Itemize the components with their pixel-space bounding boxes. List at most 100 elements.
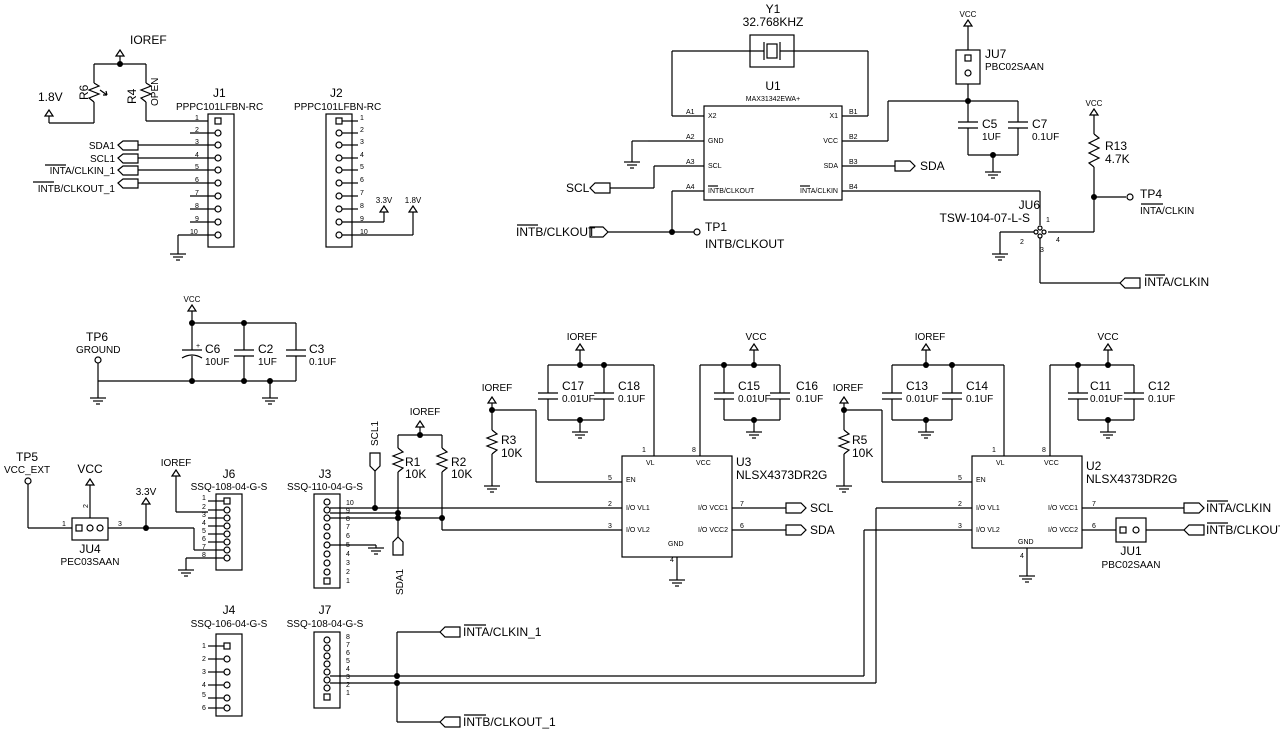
j3-ref: J3 [319, 467, 332, 481]
tp6-ref: TP6 [86, 330, 108, 344]
u1-pin-b1: B1 [849, 109, 858, 116]
u2-pin-iovcc1: I/O VCC1 [1048, 505, 1078, 512]
u2-pin-vcc: VCC [1044, 460, 1059, 467]
vcc-label-bulk: VCC [184, 295, 201, 304]
c14-ref: C14 [966, 379, 988, 393]
c6-plus: + [196, 343, 200, 350]
ju4-j6-block: TP5 VCC_EXT 1 VCC 2 3 JU4 PEC03SAAN 3.3V… [4, 450, 268, 577]
j7-connector: J7 SSQ-108-04-G-S 8 7 6 5 4 3 2 1 INTA/C… [287, 603, 876, 729]
u2-pin-iovl2: I/O VL2 [976, 527, 1000, 534]
r2-ref: R2 [451, 455, 467, 469]
ju6-ref: JU6 [1019, 198, 1041, 212]
j2-pin-2: 2 [360, 127, 364, 134]
j1-pin-6: 6 [195, 177, 199, 184]
c2-value: 1UF [258, 357, 277, 368]
r4-value: OPEN [150, 78, 161, 106]
c18-ref: C18 [618, 379, 640, 393]
u1-pin-b3: B3 [849, 159, 858, 166]
r5-ref: R5 [852, 433, 868, 447]
net-intb-clkout-1-j7: INTB/CLKOUT_1 [463, 715, 556, 729]
u1-pinname-gnd: GND [708, 138, 724, 145]
u2-part: NLSX4373DR2G [1086, 472, 1177, 486]
u2-num-1: 1 [992, 447, 996, 454]
ju6-part: TSW-104-07-L-S [940, 211, 1030, 225]
c2-ref: C2 [258, 342, 274, 356]
u3-num-2: 2 [608, 501, 612, 508]
j2-pin-6: 6 [360, 177, 364, 184]
c12-ref: C12 [1148, 379, 1170, 393]
net-scl1-j1: SCL1 [90, 154, 115, 165]
u3-ref: U3 [736, 455, 752, 469]
j1-ref: J1 [213, 86, 226, 100]
u2-level-shifter: U2 NLSX4373DR2G VL VCC EN I/O VL1 I/O VL… [833, 332, 1280, 683]
u3-pin-iovl1: I/O VL1 [626, 505, 650, 512]
j1-connector: IOREF R6 R4 OPEN 1.8V J1 PPPC101LFBN-RC … [33, 33, 263, 261]
v18-label-j2: 1.8V [405, 196, 422, 205]
c11-value: 0.01UF [1090, 394, 1123, 405]
j4-pin-1: 1 [202, 643, 206, 650]
ju1-part: PBC02SAAN [1102, 560, 1161, 571]
c17-value: 0.01UF [562, 394, 595, 405]
u3-pin-en: EN [626, 477, 636, 484]
u1-pin-b2: B2 [849, 134, 858, 141]
j2-pin-8: 8 [360, 203, 364, 210]
u2-pin-en: EN [976, 477, 986, 484]
u2-pin-iovcc2: I/O VCC2 [1048, 527, 1078, 534]
j1-pin-2: 2 [195, 127, 199, 134]
v33-label-j2: 3.3V [376, 196, 393, 205]
u3-num-6: 6 [740, 523, 744, 530]
tp4-net: INTA/CLKIN [1140, 206, 1194, 217]
c14-value: 0.1UF [966, 394, 993, 405]
y1-ref: Y1 [766, 2, 781, 16]
c16-ref: C16 [796, 379, 818, 393]
j4-connector: J4 SSQ-106-04-G-S 1 2 3 4 5 6 [191, 603, 268, 717]
ioref-label-r1r2: IOREF [410, 407, 441, 418]
j1-pin-8: 8 [195, 203, 199, 210]
u3-level-shifter: U3 NLSX4373DR2G VL VCC EN I/O VL1 I/O VL… [482, 332, 835, 587]
u2-num-2: 2 [958, 501, 962, 508]
y1-crystal: Y1 32.768KHZ [671, 2, 869, 116]
c13-value: 0.01UF [906, 394, 939, 405]
net-scl1-j3: SCL1 [370, 421, 381, 446]
u1-sda-net: SDA [894, 159, 945, 173]
j6-pin-5: 5 [202, 528, 206, 535]
u2-ref: U2 [1086, 459, 1102, 473]
j2-pin-1: 1 [360, 115, 364, 122]
c6-ref: C6 [205, 342, 221, 356]
u3-pin-iovl2: I/O VL2 [626, 527, 650, 534]
c15-ref: C15 [738, 379, 760, 393]
c15-value: 0.01UF [738, 394, 771, 405]
bulk-caps-block: VCC + C6 10UF C2 1UF C3 0.1UF TP6 GROUND [76, 295, 336, 405]
j1-pin-5: 5 [195, 164, 199, 171]
ju4-pin-2: 2 [83, 504, 90, 508]
j7-pin-2: 2 [346, 682, 350, 689]
r5-value: 10K [852, 446, 873, 460]
j7-part: SSQ-108-04-G-S [287, 619, 364, 630]
j6-pin-8: 8 [202, 552, 206, 559]
j3-pin-5: 5 [346, 542, 350, 549]
v33-label-ju4: 3.3V [136, 487, 157, 498]
j6-pin-4: 4 [202, 520, 206, 527]
u1-pinname-x1: X1 [829, 113, 838, 120]
ioref-label-j6: IOREF [161, 458, 192, 469]
u3-num-5: 5 [608, 475, 612, 482]
j3-pin-1: 1 [346, 578, 350, 585]
u2-pin-gnd: GND [1018, 539, 1034, 546]
tp5-net: VCC_EXT [4, 465, 50, 476]
ju6-jumper: JU6 TSW-104-07-L-S 1 2 3 4 INTA/CLKIN [940, 191, 1209, 289]
r6-ref: R6 [77, 84, 91, 100]
c12-value: 0.1UF [1148, 394, 1175, 405]
r3-value: 10K [501, 446, 522, 460]
u1-pinname-vcc: VCC [823, 138, 838, 145]
j6-pin-6: 6 [202, 536, 206, 543]
r1-ref: R1 [405, 455, 421, 469]
u2-pin-vl: VL [996, 460, 1005, 467]
j7-pin-6: 6 [346, 650, 350, 657]
r4-ref: R4 [125, 88, 139, 104]
j1-pin-3: 3 [195, 139, 199, 146]
u3-pin-vcc: VCC [696, 460, 711, 467]
c5-ref: C5 [982, 117, 998, 131]
u1-intb-net: INTB/CLKOUT TP1 INTB/CLKOUT [516, 191, 785, 251]
net-intb-clkout-u2: INTB/CLKOUT [1206, 523, 1280, 537]
